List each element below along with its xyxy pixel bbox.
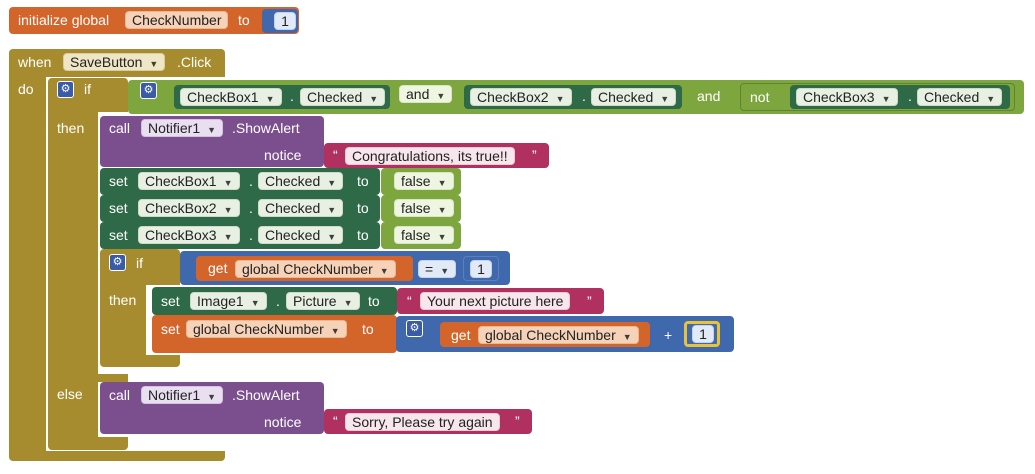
- gear-icon[interactable]: ⚙: [140, 82, 157, 99]
- picture-text-field[interactable]: Your next picture here: [420, 292, 571, 310]
- gear-icon[interactable]: ⚙: [57, 81, 74, 98]
- get-var-dropdown-1[interactable]: global CheckNumber▼: [235, 260, 396, 278]
- quote-open-picture: “: [407, 293, 412, 309]
- setter2-property-dropdown[interactable]: Checked▼: [258, 199, 344, 217]
- init-prefix-label: initialize global: [18, 12, 110, 28]
- get-var-dropdown-2[interactable]: global CheckNumber▼: [478, 326, 639, 344]
- inner-then-label: then: [109, 292, 137, 308]
- inner-if-label: if: [136, 255, 143, 271]
- plus-operator-label: +: [664, 327, 673, 343]
- setter1-to-label: to: [357, 173, 369, 189]
- quote-close-1: ”: [532, 147, 537, 163]
- init-to-label: to: [238, 12, 250, 28]
- then-label: then: [57, 120, 85, 136]
- alert2-text-field[interactable]: Sorry, Please try again: [345, 413, 500, 431]
- false-value-dropdown-2[interactable]: false▼: [394, 199, 454, 217]
- picture-component-dropdown[interactable]: Image1▼: [190, 292, 267, 310]
- call-label-2: call: [109, 387, 131, 403]
- alert1-notice-label: notice: [264, 147, 302, 163]
- getter1-property-dropdown[interactable]: Checked▼: [300, 88, 386, 106]
- alert1-text-field[interactable]: Congratulations, its true!!: [345, 147, 515, 165]
- gear-icon[interactable]: ⚙: [406, 320, 423, 337]
- equals-operator-dropdown[interactable]: =▼: [418, 260, 457, 278]
- setter3-property-dropdown[interactable]: Checked▼: [258, 226, 344, 244]
- setter3-dot: .: [249, 227, 253, 243]
- event-component-dropdown[interactable]: SaveButton▼: [63, 53, 166, 71]
- when-label: when: [18, 54, 52, 70]
- not-label: not: [750, 89, 770, 105]
- set-global-label: set: [161, 321, 180, 337]
- getter3-property-dropdown[interactable]: Checked▼: [917, 88, 1003, 106]
- set-global-var-dropdown[interactable]: global CheckNumber▼: [186, 320, 347, 338]
- setter2-dot: .: [249, 200, 253, 216]
- set-global-to-label: to: [362, 321, 374, 337]
- call-label-1: call: [109, 120, 131, 136]
- getter2-component-dropdown[interactable]: CheckBox2▼: [470, 88, 572, 106]
- set-label-3: set: [109, 227, 128, 243]
- alert2-notice-label: notice: [264, 414, 302, 430]
- getter3-component-dropdown[interactable]: CheckBox3▼: [796, 88, 898, 106]
- quote-close-picture: ”: [587, 293, 592, 309]
- gear-icon[interactable]: ⚙: [109, 254, 126, 271]
- setter1-dot: .: [249, 173, 253, 189]
- quote-close-2: ”: [515, 413, 520, 429]
- setter3-to-label: to: [357, 227, 369, 243]
- quote-open-2: “: [333, 413, 338, 429]
- init-var-name-field[interactable]: CheckNumber: [125, 11, 229, 29]
- setter2-component-dropdown[interactable]: CheckBox2▼: [138, 199, 240, 217]
- picture-dot: .: [276, 293, 280, 309]
- init-number-field[interactable]: 1: [274, 12, 296, 30]
- getter2-dot: .: [582, 88, 586, 104]
- and-operator-label-2: and: [697, 88, 721, 104]
- false-value-dropdown-1[interactable]: false▼: [394, 172, 454, 190]
- alert1-method-label: .ShowAlert: [232, 120, 300, 136]
- getter3-dot: .: [908, 88, 912, 104]
- getter1-component-dropdown[interactable]: CheckBox1▼: [180, 88, 282, 106]
- else-label: else: [57, 386, 83, 402]
- set-image-picture-block[interactable]: [152, 287, 397, 315]
- compare-number-field[interactable]: 1: [470, 260, 492, 278]
- get-label-1: get: [208, 260, 228, 276]
- set-label-picture: set: [161, 293, 180, 309]
- false-value-dropdown-3[interactable]: false▼: [394, 226, 454, 244]
- picture-to-label: to: [368, 293, 380, 309]
- alert2-method-label: .ShowAlert: [232, 387, 300, 403]
- and-operator-dropdown-1[interactable]: and▼: [399, 85, 453, 103]
- if-label: if: [84, 81, 91, 97]
- set-label-1: set: [109, 173, 128, 189]
- setter3-component-dropdown[interactable]: CheckBox3▼: [138, 226, 240, 244]
- event-name-label: .Click: [177, 54, 212, 70]
- alert1-component-dropdown[interactable]: Notifier1▼: [141, 119, 224, 137]
- setter2-to-label: to: [357, 200, 369, 216]
- addend-number-field[interactable]: 1: [692, 325, 714, 343]
- do-label: do: [18, 81, 34, 97]
- getter1-dot: .: [290, 88, 294, 104]
- getter2-property-dropdown[interactable]: Checked▼: [591, 88, 677, 106]
- setter1-component-dropdown[interactable]: CheckBox1▼: [138, 172, 240, 190]
- quote-open-1: “: [333, 147, 338, 163]
- get-label-2: get: [451, 327, 471, 343]
- set-label-2: set: [109, 200, 128, 216]
- alert2-component-dropdown[interactable]: Notifier1▼: [141, 386, 224, 404]
- setter1-property-dropdown[interactable]: Checked▼: [258, 172, 344, 190]
- picture-property-dropdown[interactable]: Picture▼: [286, 292, 360, 310]
